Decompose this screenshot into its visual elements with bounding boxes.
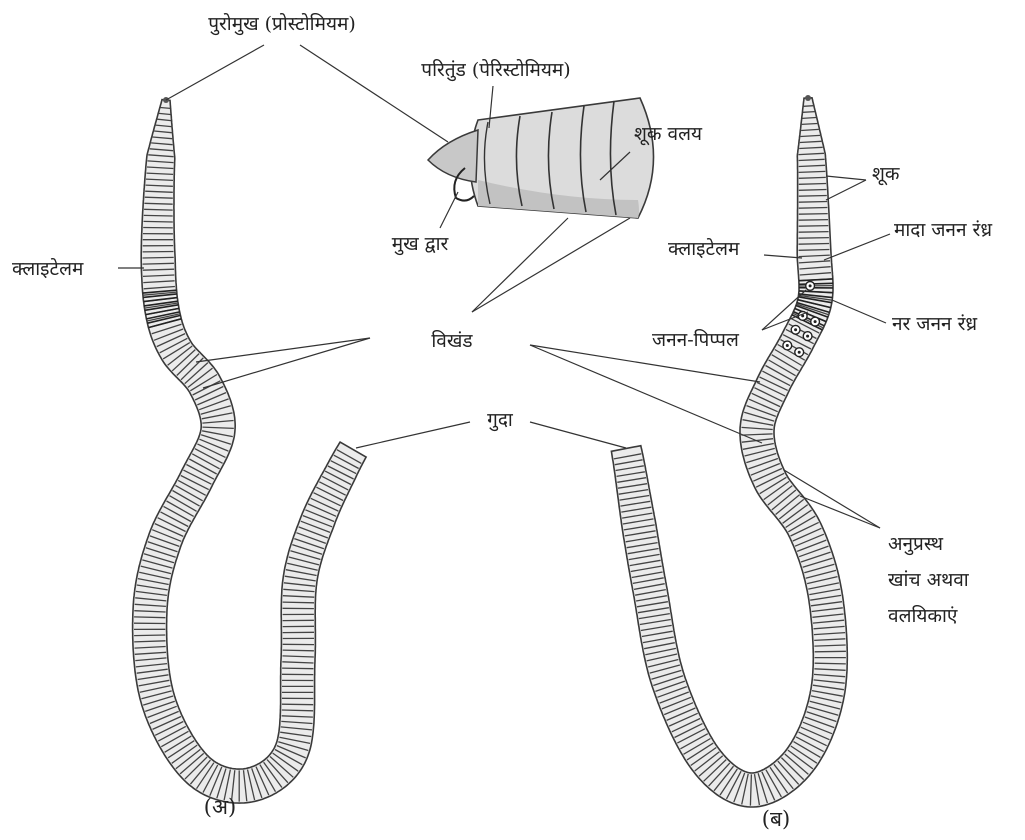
leader-segments-a-2 [203, 338, 370, 388]
segment-ring [282, 704, 313, 705]
leader-anus-a [356, 422, 470, 448]
caption-b: (ब) [762, 807, 790, 831]
prostomium-lobe [428, 130, 478, 182]
segment-ring [799, 214, 828, 215]
segment-ring [799, 208, 828, 209]
segment-ring [799, 202, 827, 203]
segment-ring [282, 710, 313, 711]
segment-ring [134, 617, 165, 618]
segment-ring [283, 650, 314, 651]
label-male-genital-pore: नर जनन रंध्र [892, 313, 977, 335]
label-annuli-line-2: खांच अथवा [888, 569, 970, 591]
segment-ring [799, 226, 829, 227]
genital-papilla-center [806, 335, 809, 338]
clitellum-band-line [799, 283, 833, 284]
segment-ring [799, 177, 826, 178]
segment-ring [134, 635, 165, 636]
segment-ring [144, 209, 173, 210]
segment-ring [143, 257, 174, 258]
label-peristomium: परितुंड (पेरिस्टोमियम) [421, 58, 570, 82]
worm-head-tip [805, 95, 811, 101]
segment-ring [804, 106, 814, 107]
worm-b-ventral-view [611, 95, 847, 807]
leader-mouth [440, 192, 458, 228]
leader-segments-b-2 [530, 345, 762, 443]
segment-ring [799, 232, 829, 233]
leader-clitellum-b [764, 255, 802, 258]
label-setae: शूक [872, 163, 900, 186]
segment-ring [799, 238, 829, 239]
label-genital-papillae: जनन-पिप्पल [652, 328, 740, 351]
label-mouth: मुख द्वार [392, 233, 450, 256]
segment-ring [815, 663, 846, 664]
leader-segments-a-1 [196, 338, 370, 362]
label-female-genital-pore: मादा जनन रंध्र [894, 219, 992, 241]
leader-segments-head-2 [472, 218, 630, 312]
segment-ring [799, 184, 826, 185]
segment-ring [799, 250, 830, 251]
leader-segments-head-1 [472, 218, 568, 312]
genital-papilla-center [798, 351, 801, 354]
label-prostomium: पुरोमुख (प्रोस्टोमियम) [208, 12, 356, 36]
leader-male-pore [832, 300, 886, 323]
worm-body-outline [611, 98, 847, 807]
segment-ring [799, 220, 828, 221]
label-annuli-line-3: वलयिकाएं [888, 604, 958, 627]
leader-female-pore [824, 234, 890, 260]
segment-ring [799, 190, 827, 191]
label-segments: विखंड [431, 329, 473, 352]
male-genital-pore-center [814, 320, 817, 323]
head-closeup [428, 98, 654, 218]
segment-ring [799, 196, 827, 197]
genital-papilla-center [786, 344, 789, 347]
label-clitellum-a: क्लाइटेलम [12, 257, 84, 280]
segment-ring [799, 244, 830, 245]
genital-papilla-center [794, 328, 797, 331]
label-clitellum-b: क्लाइटेलम [668, 237, 740, 260]
segment-ring [283, 602, 314, 603]
leader-prostomium-a [166, 45, 264, 100]
segment-ring [144, 215, 173, 216]
leader-setae-1 [826, 176, 866, 180]
label-setal-ring: शूक वलय [634, 123, 703, 146]
segment-ring [802, 124, 818, 125]
leader-setae-2 [826, 180, 866, 200]
label-annuli-line-1: अनुप्रस्थ [888, 533, 944, 556]
segment-ring [160, 108, 170, 109]
segment-ring [282, 668, 313, 669]
caption-a: (अ) [204, 795, 236, 819]
leader-anus-b [530, 422, 626, 448]
worm-a-dorsal-view [133, 97, 367, 803]
segment-ring [815, 651, 846, 652]
female-genital-pore-center [809, 284, 812, 287]
segment-ring [802, 118, 816, 119]
segment-ring [144, 221, 173, 222]
label-anus: गुदा [487, 409, 514, 432]
segment-ring [144, 203, 172, 204]
segment-ring [803, 112, 815, 113]
segment-ring [143, 263, 174, 264]
